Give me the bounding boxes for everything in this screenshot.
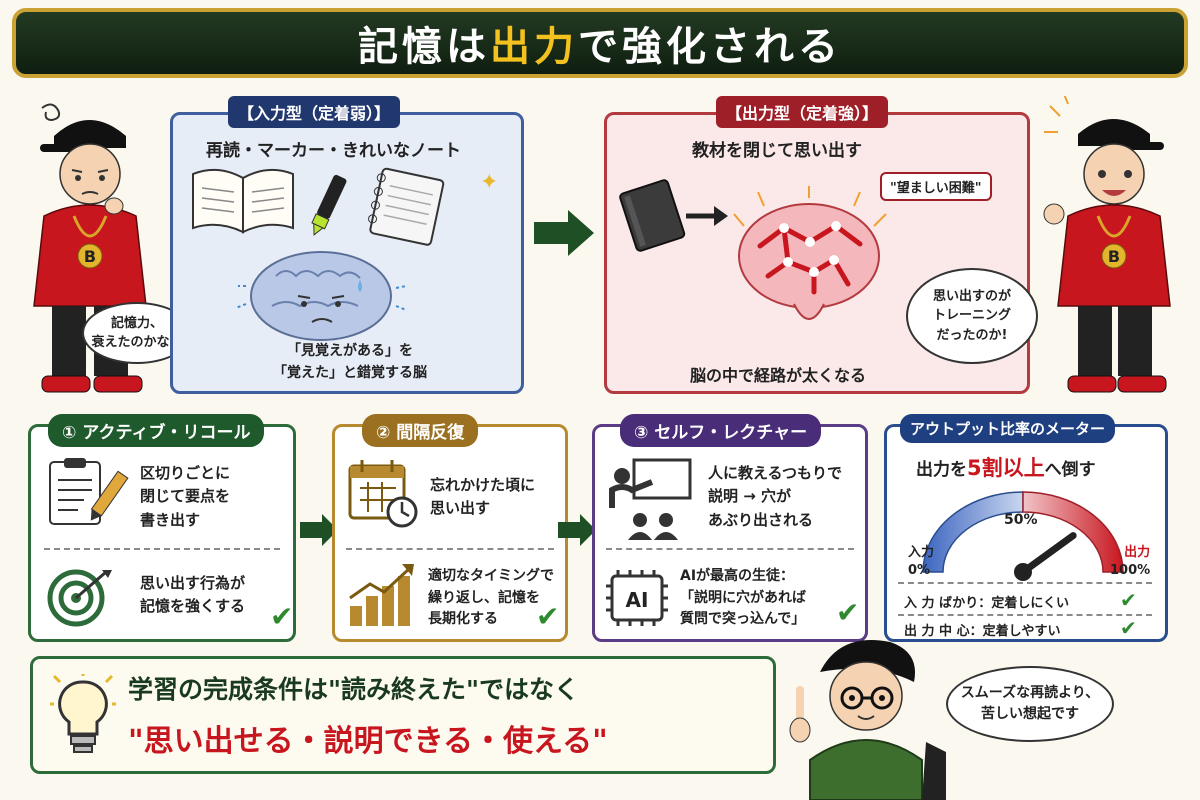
- gauge-hub: [1014, 563, 1032, 581]
- title-banner: 記憶は出力で強化される: [12, 8, 1188, 78]
- step1-top-text: 区切りごとに 閉じて要点を 書き出す: [140, 464, 231, 529]
- open-book-icon: [188, 164, 298, 234]
- output-type-tag: 【出力型（定着強）】: [716, 96, 889, 128]
- excited-character: B: [1040, 96, 1190, 406]
- conclusion-box: [30, 656, 776, 774]
- step3-bottom-text: AIが最高の生徒： 「説明に穴があれば 質問で突っ込んで」: [680, 568, 806, 628]
- input-subtitle: 再読・マーカー・きれいなノート: [206, 141, 461, 161]
- step-active-recall-label: ① アクティブ・リコール: [48, 414, 265, 447]
- step3-top-text: 人に教えるつもりで 説明 → 穴が あぶり出される: [708, 464, 842, 529]
- step-arrow-1-icon: [298, 512, 340, 548]
- marker-icon: [308, 170, 348, 240]
- step-arrow-2-icon: [556, 512, 598, 548]
- step2-divider: [346, 548, 554, 550]
- ai-chip-icon: AI: [604, 566, 672, 630]
- meter-subtitle: 出力を5割以上へ倒す: [916, 456, 1096, 480]
- step3-divider: [606, 548, 854, 550]
- calendar-clock-icon: [346, 456, 420, 528]
- input-type-panel: [170, 112, 524, 394]
- clipboard-pencil-icon: [44, 456, 130, 528]
- shirt-letter-right: B: [1108, 247, 1120, 266]
- step1-bottom-text: 思い出す行為が 記憶を強くする: [140, 574, 246, 616]
- step1-divider: [44, 548, 280, 550]
- closed-book-icon: [616, 172, 736, 252]
- lightbulb-icon: [50, 674, 116, 758]
- ai-chip-label: AI: [626, 588, 649, 612]
- title-post: で強化される: [578, 24, 842, 70]
- meter-row1-check-icon: ✔: [1120, 588, 1137, 612]
- target-icon: [46, 566, 116, 628]
- rising-bar-chart-icon: [346, 562, 418, 628]
- gauge-needle: [1019, 532, 1077, 576]
- step-self-lecture-label: ③ セルフ・レクチャー: [620, 414, 822, 447]
- input-type-tag: 【入力型（定着弱）】: [228, 96, 401, 128]
- progress-arrow-icon: [532, 208, 596, 258]
- excited-speech-bubble: 思い出すのが トレーニング だったのか!: [906, 268, 1038, 364]
- title-pre: 記憶は: [358, 24, 490, 70]
- ratio-gauge: [908, 482, 1138, 582]
- meter-output-label: 出力 100%: [1110, 545, 1151, 579]
- conclusion-line-1: 学習の完成条件は"読み終えた"ではなく: [128, 675, 580, 704]
- meter-mid-label: 50%: [1004, 512, 1038, 528]
- meter-tag: アウトプット比率のメーター: [900, 414, 1116, 443]
- conclusion-line-2: "思い出せる・説明できる・使える": [128, 724, 608, 759]
- meter-row-output-centered: 出 力 中 心：定着しやすい: [904, 624, 1061, 639]
- output-subtitle: 教材を閉じて思い出す: [692, 141, 862, 161]
- meter-divider-1: [898, 582, 1152, 584]
- step1-check-icon: ✔: [270, 600, 294, 633]
- gauge-output-half: [1022, 491, 1124, 573]
- page-title: 記憶は出力で強化される: [358, 14, 842, 72]
- meter-input-label: 入力 0%: [908, 545, 935, 579]
- meter-divider-2: [898, 614, 1152, 616]
- teacher-presentation-icon: [604, 456, 694, 540]
- gauge-input-half: [922, 491, 1024, 573]
- input-caption: 「見覚えがある」を 「覚えた」と錯覚する脳: [273, 343, 427, 382]
- step2-top-text: 忘れかけた頃に 思い出す: [430, 476, 536, 518]
- title-highlight: 出力: [490, 24, 578, 70]
- step3-check-icon: ✔: [836, 596, 860, 629]
- student-speech-bubble: スムーズな再読より、 苦しい想起です: [946, 666, 1114, 742]
- sparkle-icon: ✦: [480, 170, 499, 195]
- student-with-glasses: [786, 632, 966, 800]
- step2-bottom-text: 適切なタイミングで 繰り返し、記憶を 長期化する: [428, 568, 554, 628]
- tired-brain-icon: [236, 246, 406, 346]
- meter-row-input-heavy: 入 力 ばかり：定着しにくい: [904, 596, 1070, 611]
- desirable-difficulty-badge: "望ましい困難": [880, 172, 992, 201]
- meter-row2-check-icon: ✔: [1120, 616, 1137, 640]
- output-caption: 脳の中で経路が太くなる: [690, 366, 867, 385]
- step-spaced-repetition-label: ② 間隔反復: [362, 414, 479, 447]
- notebook-icon: [362, 166, 454, 246]
- step2-check-icon: ✔: [536, 600, 560, 633]
- output-ratio-meter-card: [884, 424, 1168, 642]
- shirt-letter-left: B: [84, 247, 96, 266]
- active-brain-icon: [724, 186, 894, 346]
